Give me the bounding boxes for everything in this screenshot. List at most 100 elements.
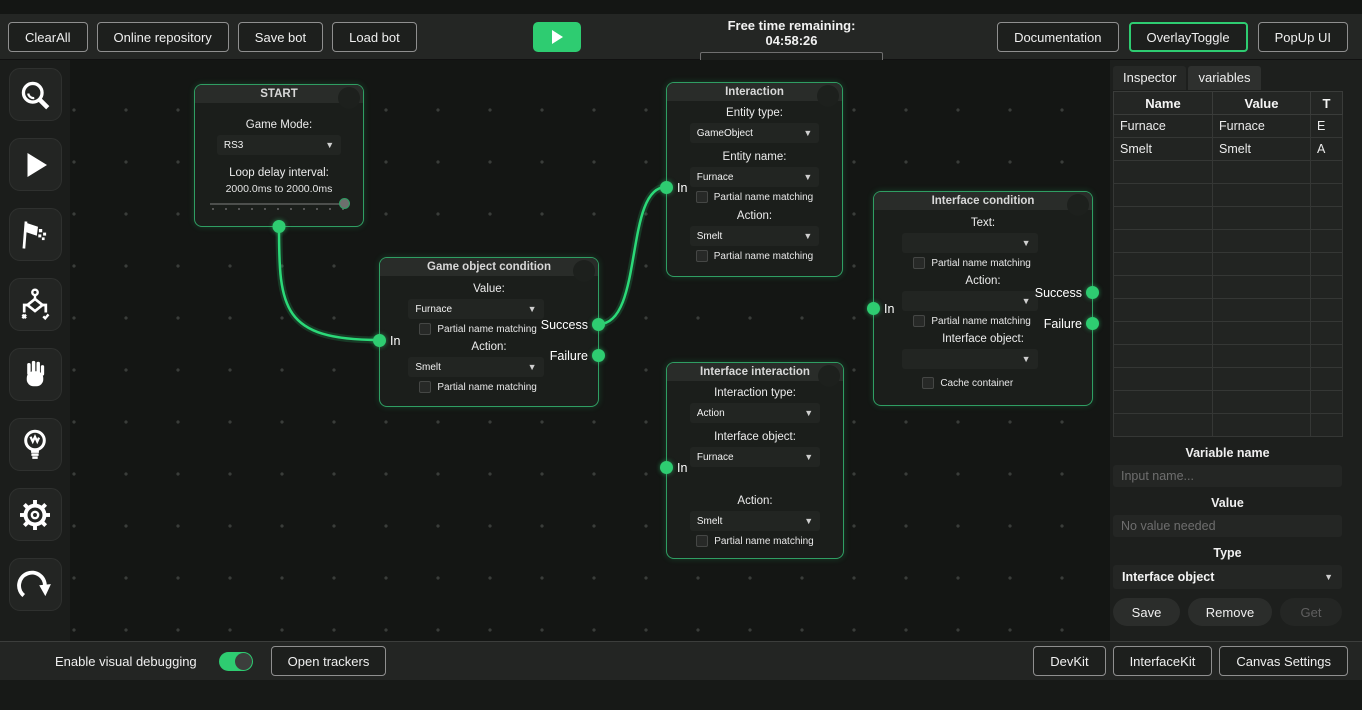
open-trackers-button[interactable]: Open trackers (270, 646, 387, 676)
remove-variable-button[interactable]: Remove (1188, 598, 1272, 626)
node-start[interactable]: START Game Mode: RS3 ▼ Loop delay interv… (194, 84, 364, 233)
interface-object-dropdown[interactable]: Furnace ▼ (689, 447, 821, 467)
interface-object-dropdown[interactable]: ▼ (902, 349, 1038, 369)
node-header[interactable]: Interface condition (874, 192, 1092, 216)
node-header[interactable]: Interaction (667, 83, 842, 107)
action-dropdown[interactable]: Smelt ▼ (689, 226, 820, 246)
node-collapse-circle[interactable] (817, 85, 839, 107)
node-interface-condition[interactable]: Interface condition Text: ▼ Partial name… (867, 191, 1099, 406)
table-row[interactable] (1113, 160, 1343, 184)
checkbox[interactable] (695, 191, 708, 203)
sidebar-button-condition[interactable] (8, 278, 62, 331)
get-variable-button[interactable]: Get (1280, 598, 1342, 626)
partial-matching-checkbox-row[interactable]: Partial name matching (419, 323, 537, 335)
value-input[interactable] (1113, 515, 1342, 537)
cache-container-checkbox-row[interactable]: Cache container (922, 377, 1013, 389)
partial-matching-checkbox-row[interactable]: Partial name matching (913, 257, 1031, 269)
port-failure[interactable]: Failure (550, 349, 605, 363)
table-row[interactable] (1113, 183, 1343, 207)
port-out[interactable] (272, 220, 286, 233)
tab-variables[interactable]: variables (1188, 66, 1261, 90)
game-mode-dropdown[interactable]: RS3 ▼ (216, 135, 342, 155)
text-dropdown[interactable]: ▼ (902, 233, 1038, 253)
partial-matching-checkbox-row[interactable]: Partial name matching (695, 191, 813, 203)
node-interaction[interactable]: Interaction Entity type: GameObject ▼ En… (660, 82, 843, 277)
checkbox[interactable] (696, 535, 709, 547)
table-row[interactable] (1113, 344, 1343, 368)
entity-name-dropdown[interactable]: Furnace ▼ (689, 167, 820, 187)
node-game-object-condition[interactable]: Game object condition Value: Furnace ▼ P… (373, 257, 605, 407)
sidebar-button-interact[interactable] (8, 348, 62, 401)
checkbox[interactable] (419, 323, 432, 335)
sidebar-button-settings[interactable] (8, 488, 62, 541)
node-collapse-circle[interactable] (1067, 194, 1089, 216)
sidebar-button-loop[interactable] (8, 558, 62, 611)
run-bot-button[interactable] (533, 22, 581, 52)
table-row[interactable] (1113, 229, 1343, 253)
overlay-toggle-button[interactable]: OverlayToggle (1128, 22, 1248, 52)
port-in[interactable]: In (660, 181, 687, 195)
table-row[interactable] (1113, 367, 1343, 391)
action-dropdown[interactable]: ▼ (902, 291, 1038, 311)
partial-matching-checkbox-row[interactable]: Partial name matching (696, 535, 814, 547)
type-dropdown[interactable]: Interface object ▼ (1113, 565, 1342, 589)
node-collapse-circle[interactable] (573, 260, 595, 282)
action-dropdown[interactable]: Smelt ▼ (408, 357, 544, 377)
save-variable-button[interactable]: Save (1113, 598, 1180, 626)
port-success[interactable]: Success (541, 318, 605, 332)
table-row[interactable] (1113, 390, 1343, 414)
interaction-type-dropdown[interactable]: Action ▼ (689, 403, 821, 423)
visual-debugging-toggle[interactable] (218, 651, 253, 671)
column-header-value: Value (1212, 91, 1311, 115)
slider-knob[interactable] (338, 198, 350, 209)
action-dropdown[interactable]: Smelt ▼ (689, 511, 821, 531)
documentation-button[interactable]: Documentation (997, 22, 1119, 52)
partial-matching-checkbox-row[interactable]: Partial name matching (419, 381, 537, 393)
port-success[interactable]: Success (1035, 286, 1099, 300)
sidebar-button-play[interactable] (8, 138, 62, 191)
checkbox[interactable] (419, 381, 432, 393)
port-in[interactable]: In (660, 461, 687, 475)
canvas-settings-button[interactable]: Canvas Settings (1219, 646, 1348, 676)
node-interface-interaction[interactable]: Interface interaction Interaction type: … (660, 362, 844, 559)
table-row[interactable] (1113, 298, 1343, 322)
checkbox[interactable] (695, 250, 708, 262)
interfacekit-button[interactable]: InterfaceKit (1112, 646, 1213, 676)
checkbox[interactable] (922, 377, 935, 389)
load-bot-button[interactable]: Load bot (332, 22, 417, 52)
partial-matching-checkbox-row[interactable]: Partial name matching (695, 250, 813, 262)
node-collapse-circle[interactable] (338, 87, 360, 109)
checkbox[interactable] (913, 315, 926, 327)
value-dropdown[interactable]: Furnace ▼ (408, 299, 544, 319)
popup-ui-button[interactable]: PopUp UI (1257, 22, 1348, 52)
node-header[interactable]: Interface interaction (667, 363, 843, 387)
sidebar-button-flag[interactable] (8, 208, 62, 261)
table-row[interactable] (1113, 413, 1343, 437)
node-start-header[interactable]: START (195, 85, 363, 109)
clear-all-button[interactable]: ClearAll (8, 22, 88, 52)
devkit-button[interactable]: DevKit (1033, 646, 1106, 676)
sidebar-button-idea[interactable] (8, 418, 62, 471)
port-in[interactable]: In (373, 334, 400, 348)
node-collapse-circle[interactable] (818, 365, 840, 387)
port-failure[interactable]: Failure (1044, 317, 1099, 331)
sidebar-button-search[interactable] (8, 68, 62, 121)
table-row[interactable] (1113, 206, 1343, 230)
table-row[interactable] (1113, 321, 1343, 345)
loop-delay-slider[interactable] (210, 198, 350, 213)
table-row[interactable] (1113, 275, 1343, 299)
partial-matching-checkbox-row[interactable]: Partial name matching (913, 315, 1031, 327)
online-repository-button[interactable]: Online repository (96, 22, 229, 52)
table-row[interactable] (1113, 252, 1343, 276)
entity-type-dropdown[interactable]: GameObject ▼ (689, 123, 820, 143)
checkbox[interactable] (913, 257, 926, 269)
variable-name-input[interactable] (1113, 465, 1342, 487)
node-header[interactable]: Game object condition (380, 258, 598, 282)
port-in[interactable]: In (867, 302, 894, 316)
tab-inspector[interactable]: Inspector (1113, 66, 1187, 90)
save-bot-button[interactable]: Save bot (237, 22, 324, 52)
chevron-down-icon: ▼ (803, 172, 813, 182)
node-canvas[interactable]: START Game Mode: RS3 ▼ Loop delay interv… (70, 60, 1110, 641)
